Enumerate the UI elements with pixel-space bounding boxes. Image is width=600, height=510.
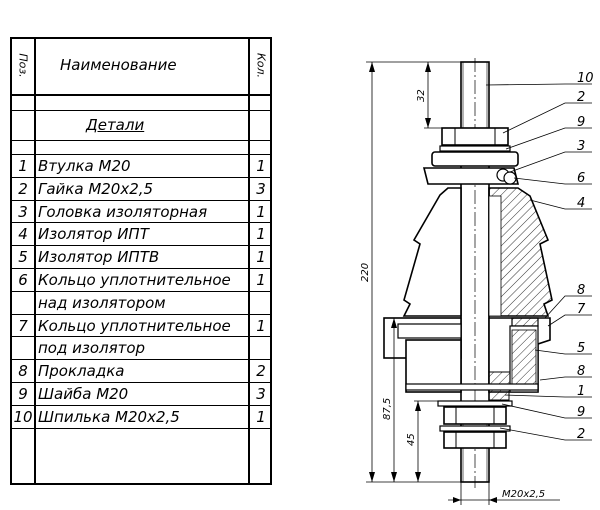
section-row: Детали — [12, 111, 270, 141]
row-name: Головка изоляторная — [38, 202, 208, 221]
position-label: 10 — [577, 71, 594, 86]
row-qty: 3 — [256, 179, 266, 198]
table-row: 5 Изолятор ИПТВ 1 — [12, 246, 270, 269]
table-row: 9 Шайба М20 3 — [12, 383, 270, 406]
leader-line — [534, 349, 592, 355]
top-nut — [439, 127, 511, 152]
row-name: Втулка М20 — [38, 157, 131, 175]
parts-list-table: Поз. Наименование Кол. Детали 1 Втулка М2… — [10, 37, 272, 485]
row-name: Шпилька М20х2,5 — [38, 407, 180, 426]
leader-line — [499, 427, 592, 441]
row-pos: 1 — [18, 157, 28, 175]
insulator-head — [422, 151, 520, 185]
row-qty: 3 — [256, 385, 266, 403]
position-label: 6 — [577, 171, 585, 186]
row-qty: 1 — [256, 248, 266, 267]
bottom-nuts — [437, 391, 513, 449]
row-name: Изолятор ИПТ — [38, 225, 149, 244]
row-qty: 2 — [256, 362, 266, 381]
dim-bottom: 45 — [406, 433, 417, 446]
blank-row — [12, 141, 270, 155]
column-divider-pos — [34, 39, 36, 483]
row-name: под изолятор — [38, 339, 146, 358]
dim-top: 32 — [416, 89, 427, 102]
table-header: Поз. Наименование Кол. — [12, 39, 270, 96]
table-row: 6 Кольцо уплотнительное 1 — [12, 269, 270, 292]
row-qty: 1 — [256, 157, 266, 175]
position-label: 1 — [577, 384, 585, 399]
row-pos: 3 — [18, 202, 28, 221]
row-pos: 9 — [18, 385, 28, 403]
row-pos: 6 — [18, 271, 28, 289]
dim-thread: M20x2,5 — [502, 489, 545, 500]
table-row: под изолятор — [12, 337, 270, 361]
row-name: над изолятором — [38, 293, 166, 312]
table-row: 2 Гайка М20х2,5 3 — [12, 178, 270, 201]
row-pos: 5 — [18, 248, 28, 267]
row-pos: 8 — [18, 362, 28, 381]
leader-line — [547, 314, 592, 327]
position-label: 8 — [577, 283, 585, 298]
table-row: 7 Кольцо уплотнительное 1 — [12, 315, 270, 338]
row-name: Шайба М20 — [38, 385, 129, 403]
leader-line — [544, 295, 592, 319]
insulator-body — [402, 187, 553, 317]
row-name: Гайка М20х2,5 — [38, 179, 154, 198]
column-divider-qty — [248, 39, 250, 483]
table-row: 10 Шпилька М20х2,5 1 — [12, 406, 270, 429]
row-qty: 1 — [256, 271, 266, 289]
leader-line — [539, 376, 592, 381]
table-row: 4 Изолятор ИПТ 1 — [12, 223, 270, 247]
leader-line — [529, 199, 592, 210]
position-label: 9 — [577, 405, 585, 420]
position-label: 3 — [577, 139, 585, 154]
row-qty: 1 — [256, 202, 266, 221]
position-label: 2 — [577, 90, 585, 105]
leader-line — [505, 127, 592, 150]
table-row: 3 Головка изоляторная 1 — [12, 201, 270, 224]
dimension-arrows — [369, 62, 497, 503]
leader-line — [509, 151, 592, 173]
row-pos: 7 — [18, 316, 28, 335]
position-label: 5 — [577, 341, 585, 356]
dimensions — [366, 61, 560, 505]
position-label: 7 — [577, 302, 586, 317]
blank-row — [12, 94, 270, 111]
header-name: Наименование — [60, 56, 177, 74]
row-name: Изолятор ИПТВ — [38, 248, 160, 267]
table-row: 8 Прокладка 2 — [12, 360, 270, 383]
dim-total: 220 — [360, 263, 371, 282]
row-pos: 2 — [18, 179, 28, 198]
leader-line — [504, 394, 592, 398]
table-row: 1 Втулка М20 1 — [12, 155, 270, 178]
table-row: над изолятором — [12, 292, 270, 315]
leader-line — [485, 83, 592, 86]
row-name: Прокладка — [38, 362, 125, 381]
position-label: 8 — [577, 364, 585, 379]
leader-lines: 10 2 9 3 6 4 8 7 5 8 1 9 2 — [485, 71, 594, 442]
leader-line — [502, 102, 592, 134]
position-label: 2 — [577, 427, 585, 442]
section-title: Детали — [86, 116, 145, 134]
leader-line — [513, 177, 592, 185]
row-qty: 1 — [256, 316, 266, 335]
position-label: 9 — [577, 115, 585, 130]
row-qty: 1 — [256, 407, 266, 426]
lower-insulator — [383, 317, 551, 393]
row-name: Кольцо уплотнительное — [38, 316, 231, 335]
dim-lower: 87,5 — [382, 398, 393, 420]
row-pos: 4 — [18, 225, 28, 244]
leader-line — [501, 403, 592, 419]
row-pos: 10 — [13, 407, 33, 426]
row-qty: 1 — [256, 225, 266, 244]
position-label: 4 — [577, 196, 585, 211]
row-name: Кольцо уплотнительное — [38, 271, 231, 289]
